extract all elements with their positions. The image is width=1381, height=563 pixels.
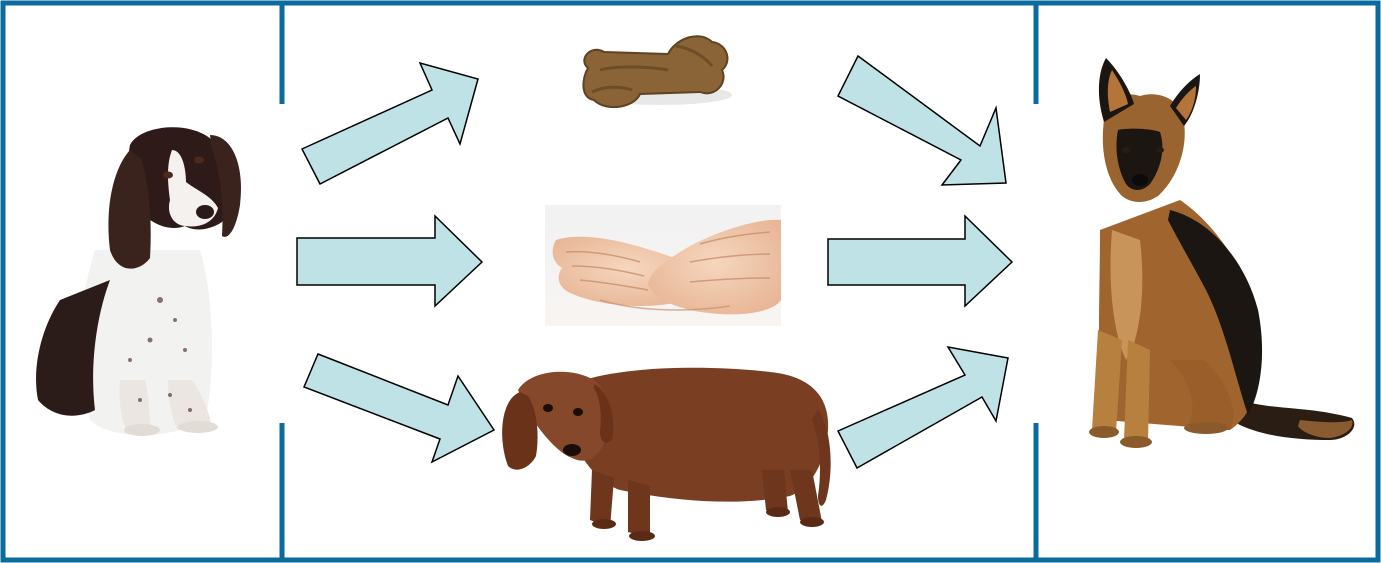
- dachshund-photo: [502, 368, 831, 541]
- arrow-left-to-hands: [297, 216, 482, 306]
- german-shepherd-photo: [1089, 58, 1354, 448]
- arrow-hands-to-right: [828, 216, 1012, 306]
- arrow-left-to-dachshund: [304, 354, 494, 462]
- arrow-treat-to-right: [838, 56, 1006, 185]
- dog-treat-bone-photo: [583, 36, 732, 107]
- arrow-dachshund-to-right: [838, 347, 1008, 468]
- arrow-left-to-treat: [302, 63, 478, 184]
- springer-spaniel-photo: [36, 127, 241, 436]
- open-hands-photo: [545, 205, 781, 326]
